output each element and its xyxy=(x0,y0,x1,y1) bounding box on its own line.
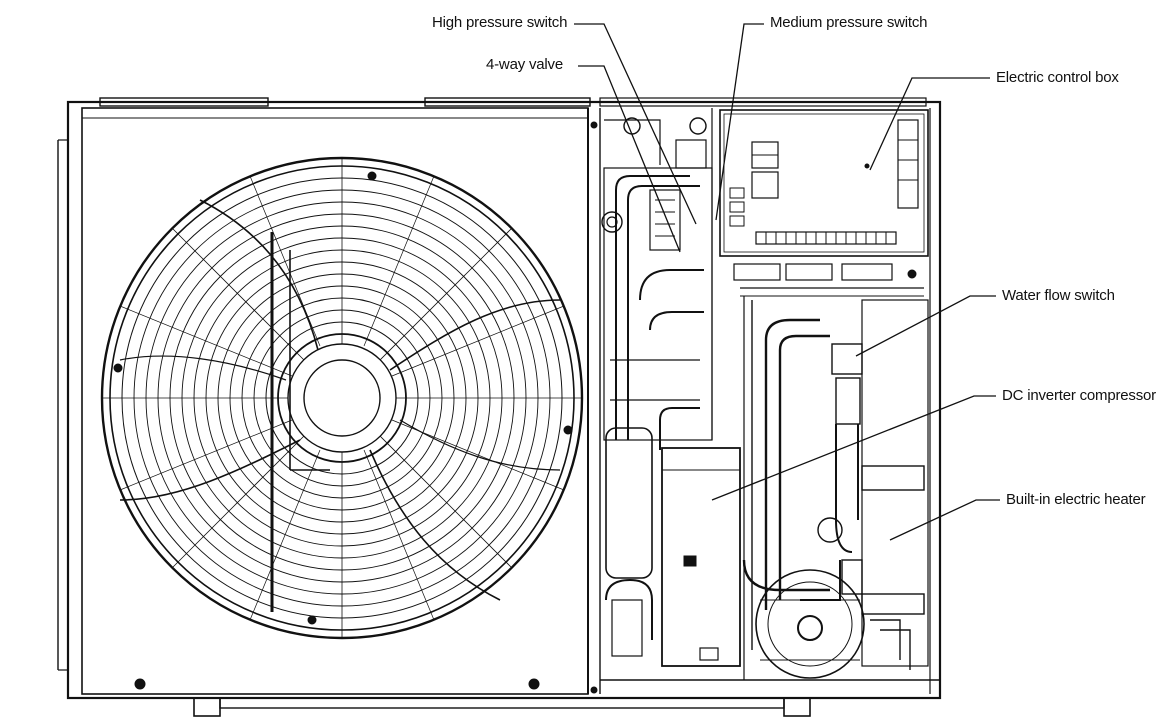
leader-dc-inverter-compressor xyxy=(711,395,996,501)
unit-casing xyxy=(57,97,942,717)
label-water-flow-switch: Water flow switch xyxy=(1002,287,1115,304)
control-box xyxy=(719,109,929,281)
callout-labels: High pressure switch 4-way valve Medium … xyxy=(432,14,1156,508)
leader-built-in-electric-heater xyxy=(889,499,1000,541)
label-high-pressure-switch: High pressure switch xyxy=(432,14,567,31)
label-dc-inverter-compressor: DC inverter compressor xyxy=(1002,387,1156,404)
label-four-way-valve: 4-way valve xyxy=(486,56,563,73)
leader-high-pressure-switch xyxy=(574,23,697,225)
leader-medium-pressure-switch xyxy=(715,23,764,221)
leader-water-flow-switch xyxy=(855,295,996,357)
label-electric-control-box: Electric control box xyxy=(996,69,1119,86)
callout-lines xyxy=(574,23,1000,541)
fan-grille xyxy=(100,156,584,640)
label-built-in-electric-heater: Built-in electric heater xyxy=(1006,491,1146,508)
label-medium-pressure-switch: Medium pressure switch xyxy=(770,14,927,31)
leader-four-way-valve xyxy=(578,65,681,253)
leader-electric-control-box xyxy=(869,77,990,171)
internal-components xyxy=(601,108,929,680)
